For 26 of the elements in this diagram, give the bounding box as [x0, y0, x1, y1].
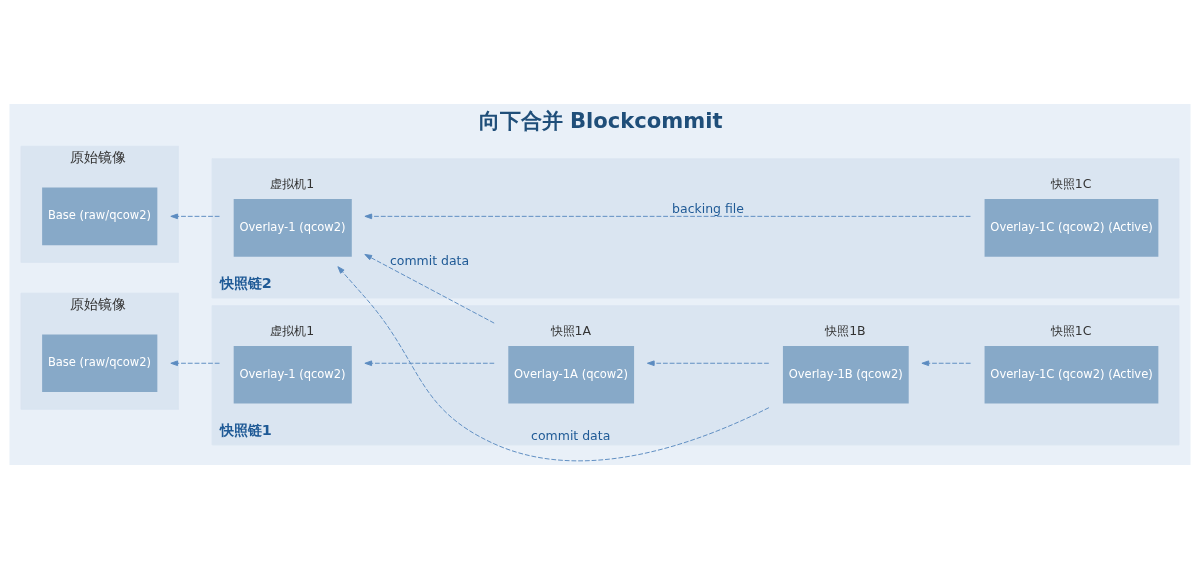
diagram-title: 向下合并 Blockcommit — [478, 107, 723, 133]
node-box: Overlay-1 (qcow2) — [233, 198, 352, 257]
node-label: 快照1A — [550, 322, 592, 338]
node-label: 快照1C — [1050, 322, 1092, 338]
node-label: 快照1B — [825, 322, 866, 338]
arrow — [364, 253, 495, 324]
edge-label: backing file — [672, 200, 744, 216]
arrow — [646, 359, 770, 366]
arrow — [170, 213, 220, 219]
node-box: Overlay-1B (qcow2) — [782, 345, 909, 404]
node-box: Base (raw/qcow2) — [42, 187, 158, 245]
node-box: Overlay-1A (qcow2) — [508, 345, 635, 404]
arrow — [364, 359, 495, 366]
node-label: 快照1C — [1050, 175, 1092, 191]
arrow — [337, 265, 770, 461]
node-box: Overlay-1 (qcow2) — [233, 345, 352, 404]
node-box: Overlay-1C (qcow2) (Active) — [984, 345, 1159, 404]
arrow — [170, 359, 220, 366]
node-label: 虚拟机1 — [270, 175, 315, 191]
node-label: 虚拟机1 — [270, 322, 315, 338]
arrow — [364, 213, 971, 219]
node-box: Base (raw/qcow2) — [42, 333, 158, 392]
edge-label: commit data — [389, 252, 470, 268]
edge-label: commit data — [531, 427, 611, 443]
arrow — [921, 359, 972, 366]
node-box: Overlay-1C (qcow2) (Active) — [984, 198, 1159, 257]
